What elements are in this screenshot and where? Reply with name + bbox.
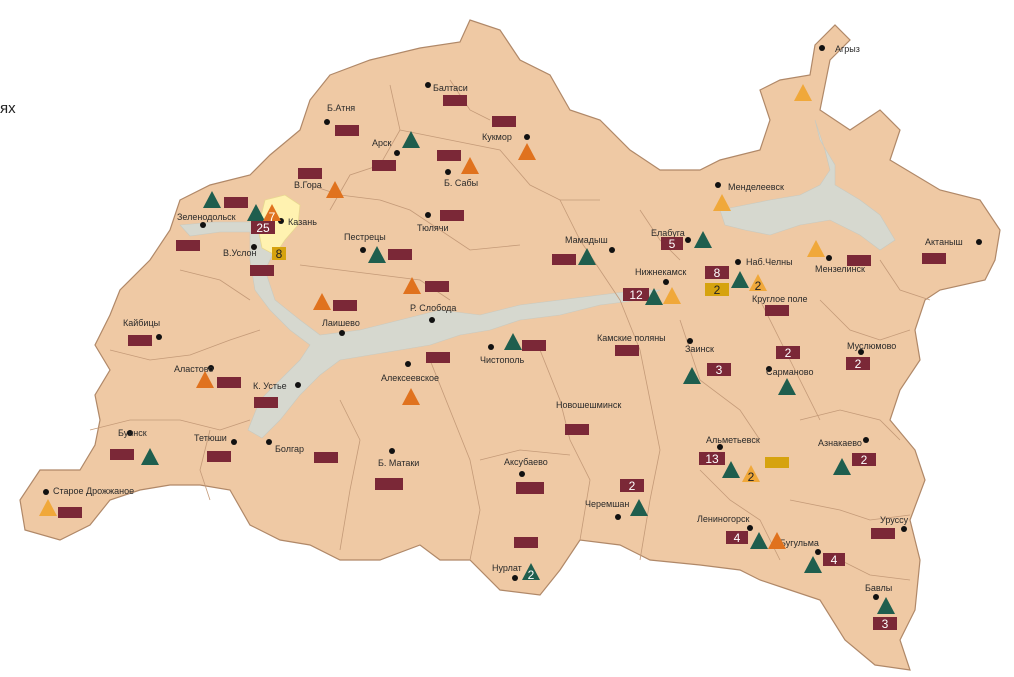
- label-agryz: Агрыз: [835, 44, 860, 54]
- svg-text:2: 2: [861, 453, 868, 467]
- svg-text:13: 13: [705, 452, 719, 466]
- label-pestrecy: Пестрецы: [344, 232, 386, 242]
- label-bugulma: Бугульма: [780, 538, 819, 548]
- svg-text:25: 25: [256, 221, 270, 235]
- label-nizhnekamsk: Нижнекамск: [635, 267, 686, 277]
- label-laishevo: Лаишево: [322, 318, 360, 328]
- label-arsk: Арск: [372, 138, 392, 148]
- svg-text:8: 8: [714, 266, 721, 280]
- svg-text:5: 5: [669, 237, 676, 251]
- label-nabchelny: Наб.Челны: [746, 257, 793, 267]
- triangle-markers: 7 2 2 2: [39, 84, 895, 614]
- label-vgora: В.Гора: [294, 180, 322, 190]
- label-kruglopole: Круглое поле: [752, 294, 808, 304]
- label-leninogorsk: Лениногорск: [697, 514, 749, 524]
- label-mendeleevsk: Менделеевск: [728, 182, 784, 192]
- label-rsloboda: Р. Слобода: [410, 303, 456, 313]
- label-almetevsk: Альметьевск: [706, 435, 760, 445]
- svg-text:8: 8: [276, 247, 283, 261]
- label-mamadysh: Мамадыш: [565, 235, 608, 245]
- svg-text:2: 2: [855, 357, 862, 371]
- label-aktanysh: Актаныш: [925, 237, 963, 247]
- label-tetyushi: Тетюши: [194, 433, 227, 443]
- label-kaybicy: Кайбицы: [123, 318, 160, 328]
- count-zainsk: 3: [707, 363, 731, 377]
- svg-text:7: 7: [269, 210, 276, 224]
- label-bmataki: Б. Матаки: [378, 458, 419, 468]
- svg-text:4: 4: [734, 531, 741, 545]
- label-chistopol: Чистополь: [480, 355, 524, 365]
- count-kazan-b: 25: [251, 221, 275, 235]
- label-novosheshminsk: Новошешминск: [556, 400, 621, 410]
- svg-text:2: 2: [528, 568, 535, 582]
- district-labels: Агрыз Балтаси Б.Атня Арск Кукмор В.Гора …: [43, 44, 982, 600]
- count-sarmanovo: 2: [776, 346, 800, 360]
- count-almetevsk-b: 2: [742, 465, 760, 484]
- svg-text:2: 2: [755, 279, 762, 293]
- svg-text:3: 3: [716, 363, 723, 377]
- label-kazan: Казань: [288, 217, 317, 227]
- count-bugulma: 4: [823, 553, 845, 567]
- label-muslyumovo: Муслюмово: [847, 341, 896, 351]
- count-kazan-a: 7: [247, 204, 281, 224]
- label-aznakaevo: Азнакаево: [818, 438, 862, 448]
- count-vuslon: 8: [272, 247, 286, 261]
- label-starodrozhzhanoe: Старое Дрожжаное: [53, 486, 134, 496]
- label-alekseevskoe: Алексеевское: [381, 373, 439, 383]
- count-muslyumovo: 2: [846, 357, 870, 371]
- svg-text:12: 12: [629, 288, 643, 302]
- count-aznakaevo: 2: [852, 453, 876, 467]
- label-alastovo: Аластово: [174, 364, 213, 374]
- label-bolgar: Болгар: [275, 444, 304, 454]
- label-kukmor: Кукмор: [482, 132, 512, 142]
- label-sarmanovo: Сарманово: [766, 367, 813, 377]
- rect-markers: 25 8 5 8 2 12 3 2 2 13 2 2 4 4 3: [58, 95, 946, 631]
- label-aksubaevo: Аксубаево: [504, 457, 548, 467]
- label-bavly: Бавлы: [865, 583, 892, 593]
- label-cheremshan: Черемшан: [585, 499, 629, 509]
- count-nizhnekamsk: 12: [623, 288, 649, 302]
- count-almetevsk-a: 13: [699, 452, 725, 466]
- count-cheremshan: 2: [620, 479, 644, 493]
- kama-river: [719, 119, 896, 251]
- count-nabchelny-a: 8: [705, 266, 729, 280]
- label-urussu: Уруссу: [880, 515, 909, 525]
- label-nurlat: Нурлат: [492, 563, 522, 573]
- svg-text:2: 2: [714, 283, 721, 297]
- label-tyulyachi: Тюлячи: [417, 223, 449, 233]
- svg-text:4: 4: [831, 553, 838, 567]
- label-baltasi: Балтаси: [433, 83, 468, 93]
- count-nurlat: 2: [522, 563, 540, 582]
- svg-text:2: 2: [629, 479, 636, 493]
- label-zainsk: Заинск: [685, 344, 714, 354]
- kazan-city-area: [257, 194, 301, 256]
- cropped-legend-text: ях: [0, 100, 16, 117]
- label-kuste: К. Устье: [253, 381, 287, 391]
- count-nabchelny-c: 2: [749, 274, 767, 293]
- label-elabuga: Елабуга: [651, 228, 685, 238]
- svg-text:2: 2: [785, 346, 792, 360]
- label-batnya: Б.Атня: [327, 103, 355, 113]
- label-vuslon: В.Услон: [223, 248, 256, 258]
- count-leninogorsk: 4: [726, 531, 748, 545]
- label-bsaby: Б. Сабы: [444, 178, 478, 188]
- count-bavly: 3: [873, 617, 897, 631]
- count-nabchelny-b: 2: [705, 283, 729, 297]
- label-menzelinsk: Мензелинск: [815, 264, 865, 274]
- label-kamskiepolyany: Камские поляны: [597, 333, 666, 343]
- svg-text:3: 3: [882, 617, 889, 631]
- count-elabuga: 5: [661, 237, 683, 251]
- label-buinsk: Буинск: [118, 428, 147, 438]
- label-zelenodolsk: Зеленодольск: [177, 212, 236, 222]
- svg-text:2: 2: [748, 470, 755, 484]
